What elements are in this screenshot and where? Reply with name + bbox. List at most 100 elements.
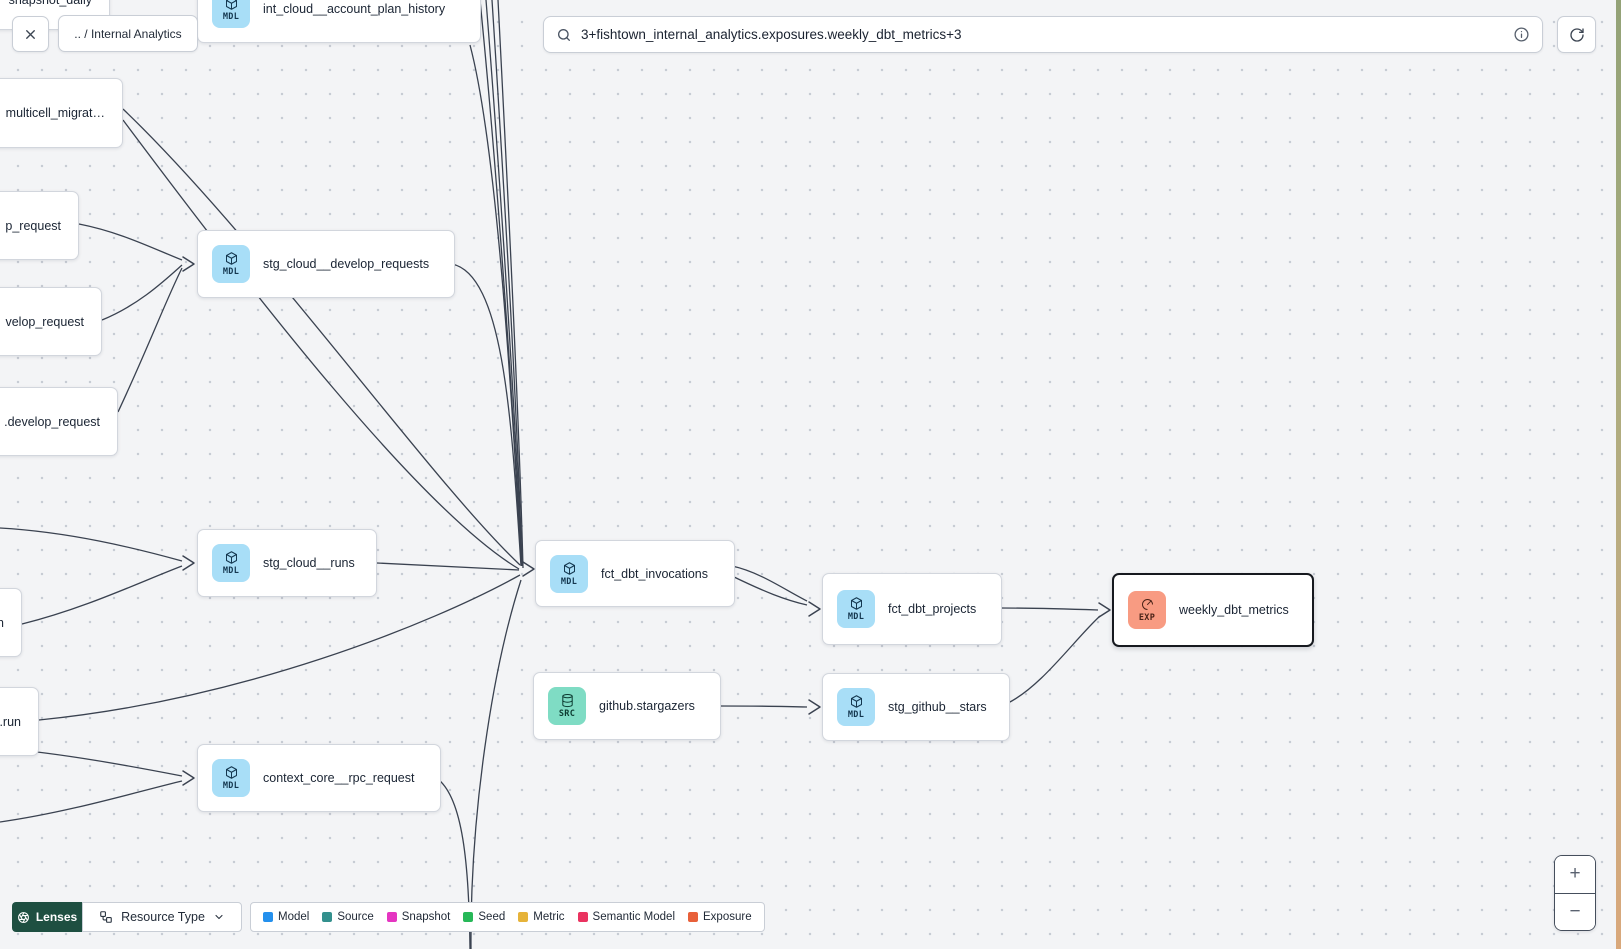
refresh-button[interactable] — [1557, 16, 1596, 53]
graph-node-multicell_migrat[interactable]: multicell_migrat… — [0, 78, 123, 148]
screen-edge-wallpaper-strip — [1616, 0, 1621, 949]
lineage-edge — [21, 565, 183, 625]
lineage-edge — [718, 705, 808, 708]
legend-item-exposure: Exposure — [688, 911, 752, 923]
resource-type-dropdown[interactable]: Resource Type — [82, 902, 242, 932]
graph-node-context_core__rpc_request[interactable]: MDL context_core__rpc_request — [197, 744, 441, 812]
lineage-edge — [0, 527, 183, 562]
legend-swatch — [463, 912, 474, 922]
graph-node-weekly_dbt_metrics[interactable]: EXP weekly_dbt_metrics — [1112, 573, 1314, 647]
legend-item-seed: Seed — [463, 911, 505, 923]
lineage-edge — [731, 565, 808, 602]
mdl-resource-badge: MDL — [212, 544, 250, 582]
lineage-edge — [1007, 615, 1101, 704]
edge-arrowhead — [808, 699, 821, 715]
node-label: int_cloud__account_plan_history — [263, 2, 446, 16]
info-icon[interactable] — [1513, 26, 1530, 43]
zoom-in-button[interactable]: + — [1555, 856, 1595, 893]
node-label: .develop_request — [4, 414, 100, 429]
badge-label: MDL — [222, 781, 240, 791]
search-icon — [558, 28, 570, 41]
node-label: snapshot_daily — [8, 0, 92, 7]
legend-item-semantic-model: Semantic Model — [577, 911, 675, 923]
src-resource-badge: SRC — [548, 687, 586, 725]
graph-node-fct_dbt_invocations[interactable]: MDL fct_dbt_invocations — [535, 540, 735, 607]
graph-node-velop_request[interactable]: velop_request — [0, 287, 102, 356]
edge-arrowhead — [522, 561, 535, 577]
resource-type-icon — [100, 911, 112, 923]
node-label: stg_github__stars — [888, 700, 987, 714]
legend-label: Seed — [478, 911, 506, 923]
lineage-search-bar[interactable] — [543, 16, 1543, 53]
badge-label: MDL — [847, 612, 865, 622]
cube-icon — [225, 766, 237, 779]
mdl-resource-badge: MDL — [550, 554, 588, 593]
graph-node-stg_github__stars[interactable]: MDL stg_github__stars — [822, 673, 1010, 741]
legend-item-source: Source — [322, 911, 374, 923]
edge-arrowhead — [182, 770, 195, 786]
legend-item-model: Model — [263, 911, 309, 923]
legend-item-snapshot: Snapshot — [386, 911, 450, 923]
resource-type-label: Resource Type — [121, 910, 205, 924]
legend-label: Source — [337, 911, 374, 923]
graph-node-node_run[interactable]: .run — [0, 687, 39, 756]
cube-icon — [225, 0, 237, 10]
chevron-down-icon — [215, 914, 223, 920]
badge-label: MDL — [222, 267, 240, 277]
legend-item-metric: Metric — [518, 911, 565, 923]
legend-swatch — [688, 912, 699, 922]
node-label: stg_cloud__runs — [263, 556, 355, 570]
close-button[interactable] — [12, 16, 49, 52]
node-label: fct_dbt_invocations — [601, 566, 709, 581]
graph-node-p_request[interactable]: p_request — [0, 191, 79, 260]
badge-label: EXP — [1138, 613, 1156, 623]
mdl-resource-badge: MDL — [212, 245, 250, 283]
graph-node-stg_cloud__develop_requests[interactable]: MDL stg_cloud__develop_requests — [197, 230, 455, 298]
cube-icon — [225, 551, 237, 564]
cube-icon — [850, 695, 862, 708]
graph-node-develop_request[interactable]: .develop_request — [0, 387, 118, 456]
legend-label: Metric — [533, 911, 565, 923]
lineage-edge — [479, 0, 522, 563]
breadcrumb-label: .. / Internal Analytics — [74, 26, 182, 41]
lineage-edge — [469, 44, 522, 561]
node-label: fct_dbt_projects — [888, 602, 977, 616]
graph-node-stg_cloud__runs[interactable]: MDL stg_cloud__runs — [197, 529, 377, 597]
legend-swatch — [322, 912, 333, 922]
gauge-icon — [1141, 599, 1153, 610]
lineage-edge — [376, 562, 520, 571]
legend-swatch — [263, 912, 273, 922]
lineage-edge — [451, 263, 522, 567]
node-label: .run — [0, 714, 21, 729]
lenses-button[interactable]: Lenses — [12, 902, 82, 932]
exp-resource-badge: EXP — [1128, 591, 1166, 629]
breadcrumb[interactable]: .. / Internal Analytics — [58, 15, 198, 52]
lineage-edge — [78, 223, 183, 261]
legend-label: Model — [278, 911, 310, 923]
node-label: velop_request — [5, 314, 84, 329]
badge-label: MDL — [847, 710, 865, 720]
legend-swatch — [518, 912, 529, 922]
graph-node-node_n[interactable]: n — [0, 588, 22, 657]
lineage-edge — [101, 264, 183, 321]
lineage-edge — [117, 267, 183, 413]
cube-icon — [563, 561, 575, 575]
edge-arrowhead — [182, 555, 195, 571]
zoom-out-button[interactable]: − — [1555, 892, 1595, 930]
node-label: stg_cloud__develop_requests — [263, 257, 430, 271]
node-label: multicell_migrat… — [5, 106, 105, 120]
mdl-resource-badge: MDL — [837, 590, 875, 628]
lineage-edge — [497, 0, 524, 569]
badge-label: MDL — [222, 566, 240, 576]
badge-label: SRC — [558, 709, 576, 719]
lineage-edge — [122, 108, 521, 566]
node-label: weekly_dbt_metrics — [1179, 603, 1289, 617]
lineage-edge — [999, 607, 1099, 611]
search-input[interactable] — [581, 27, 1504, 42]
mdl-resource-badge: MDL — [212, 759, 250, 797]
cube-icon — [225, 252, 237, 265]
graph-node-fct_dbt_projects[interactable]: MDL fct_dbt_projects — [822, 573, 1002, 645]
node-label: context_core__rpc_request — [263, 771, 415, 785]
